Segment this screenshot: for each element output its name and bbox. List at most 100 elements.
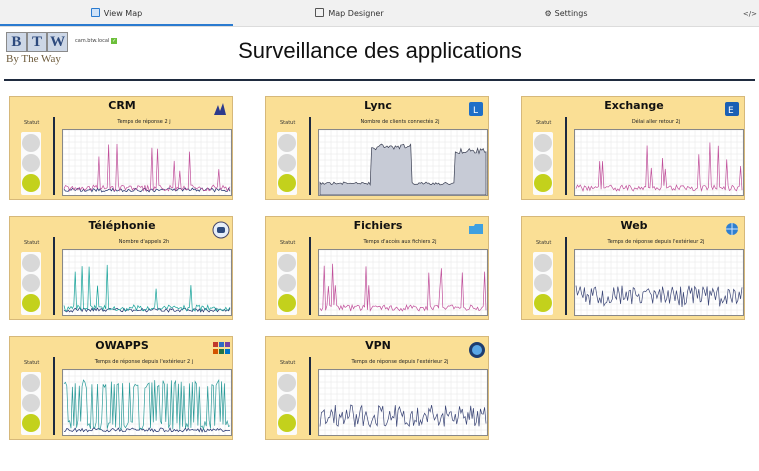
traffic-light [277, 132, 297, 195]
traffic-light [533, 132, 553, 195]
app-card-téléphonie[interactable]: Téléphonie Statut Nombre d'appels 2h [9, 216, 233, 320]
card-title: Exchange [604, 99, 664, 112]
card-divider [53, 357, 55, 435]
card-divider [565, 117, 567, 195]
app-card-web[interactable]: Web Statut Temps de réponse depuis l'ext… [521, 216, 745, 320]
statut-label: Statut [24, 360, 40, 366]
host-name: cam.btw.local [75, 38, 110, 44]
light-orange [534, 274, 552, 292]
light-green [22, 174, 40, 192]
card-title: Lync [364, 99, 392, 112]
chart-svg [319, 250, 487, 315]
light-red [534, 134, 552, 152]
series-area [319, 143, 487, 195]
statut-label: Statut [280, 240, 296, 246]
statut-label: Statut [536, 120, 552, 126]
mini-chart[interactable] [62, 249, 232, 316]
light-green [278, 174, 296, 192]
office-apps-icon [212, 341, 230, 357]
vpn-globe-icon [468, 341, 485, 358]
chart-svg [575, 130, 743, 195]
traffic-light [21, 372, 41, 435]
series-line [319, 404, 487, 428]
chart-svg [63, 130, 231, 195]
folder-icon [468, 221, 484, 237]
light-orange [278, 394, 296, 412]
lync-icon: L [468, 101, 484, 117]
chart-svg [319, 370, 487, 435]
series-line [319, 263, 487, 312]
light-orange [22, 394, 40, 412]
card-divider [309, 117, 311, 195]
traffic-light [277, 372, 297, 435]
light-orange [278, 274, 296, 292]
statut-label: Statut [280, 120, 296, 126]
tab-label: View Map [103, 9, 143, 18]
phone-icon [212, 221, 230, 239]
check-icon: ✓ [111, 38, 118, 44]
gear-icon: ⚙ [544, 9, 552, 18]
map-icon [90, 8, 100, 17]
mini-chart[interactable] [574, 249, 744, 316]
tab-label: Map Designer [328, 9, 384, 18]
chart-title: Temps de réponse depuis l'extérieur 2j [351, 359, 449, 365]
tab-settings[interactable]: ⚙Settings [466, 0, 666, 26]
app-card-vpn[interactable]: VPN Statut Temps de réponse depuis l'ext… [265, 336, 489, 440]
app-card-crm[interactable]: CRM Statut Temps de réponse 2 j [9, 96, 233, 200]
chart-svg [319, 130, 487, 195]
light-orange [278, 154, 296, 172]
light-green [278, 414, 296, 432]
logo-letter: B [6, 32, 27, 52]
statut-label: Statut [24, 120, 40, 126]
card-title: Web [620, 219, 648, 232]
mini-chart[interactable] [318, 369, 488, 436]
card-divider [309, 237, 311, 315]
series-line [63, 143, 231, 193]
light-red [22, 134, 40, 152]
chart-svg [63, 250, 231, 315]
svg-text:E: E [728, 106, 734, 116]
tab-view-map[interactable]: View Map [0, 0, 233, 26]
mini-chart[interactable] [62, 129, 232, 196]
series-line [63, 264, 231, 312]
chart-title: Temps d'accès aux fichiers 2j [363, 239, 437, 245]
card-title: VPN [365, 339, 391, 352]
tab-map-designer[interactable]: Map Designer [233, 0, 466, 26]
app-card-fichiers[interactable]: Fichiers Statut Temps d'accès aux fichie… [265, 216, 489, 320]
light-orange [22, 274, 40, 292]
card-title: Téléphonie [88, 219, 156, 232]
light-red [534, 254, 552, 272]
app-card-exchange[interactable]: Exchange E Statut Délai aller retour 2j [521, 96, 745, 200]
light-green [22, 414, 40, 432]
light-orange [22, 154, 40, 172]
tab-label: Settings [554, 9, 588, 18]
traffic-light [277, 252, 297, 315]
title-divider [4, 79, 755, 81]
light-red [22, 374, 40, 392]
series-line [575, 285, 743, 308]
light-green [534, 174, 552, 192]
card-title: OWAPPS [95, 339, 149, 352]
series-line-2 [63, 307, 231, 313]
tab-bar: View Map Map Designer ⚙Settings </> [0, 0, 759, 27]
chart-svg [63, 370, 231, 435]
chart-title: Temps de réponse 2 j [117, 119, 171, 125]
mini-chart[interactable] [574, 129, 744, 196]
card-title: CRM [108, 99, 136, 112]
light-green [278, 294, 296, 312]
chart-svg [575, 250, 743, 315]
mini-chart[interactable] [62, 369, 232, 436]
light-red [278, 134, 296, 152]
app-card-lync[interactable]: Lync L Statut Nombre de clients connecté… [265, 96, 489, 200]
card-divider [53, 237, 55, 315]
mini-chart[interactable] [318, 129, 488, 196]
logo-letter: T [26, 32, 48, 52]
mini-chart[interactable] [318, 249, 488, 316]
series-line [575, 142, 743, 192]
light-green [534, 294, 552, 312]
tab-code[interactable]: </> [742, 10, 757, 18]
designer-icon [315, 8, 325, 17]
light-orange [534, 154, 552, 172]
app-card-owapps[interactable]: OWAPPS Statut Temps de réponse depuis l'… [9, 336, 233, 440]
host-label: cam.btw.local✓ [75, 38, 118, 44]
